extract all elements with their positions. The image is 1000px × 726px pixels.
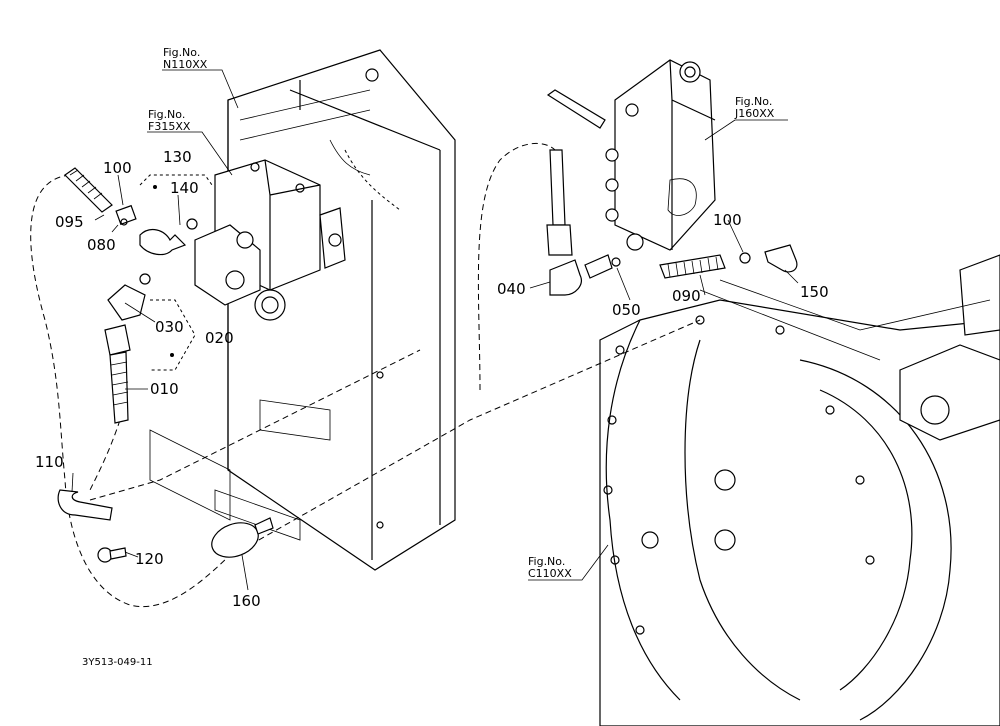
figure-ref-j160[interactable]: Fig.No. J160XX: [734, 95, 775, 120]
leader-lines: [71, 69, 799, 591]
oring-130: [186, 218, 198, 230]
part-label-020[interactable]: 020: [205, 329, 234, 347]
hose-nut-010: [104, 324, 131, 356]
figure-ref-f315[interactable]: Fig.No. F315XX: [148, 108, 191, 133]
group-bracket-130: [139, 174, 213, 186]
hose-lines: [30, 142, 701, 607]
part-label-010[interactable]: 010: [150, 380, 179, 398]
elbow-150: [764, 244, 798, 273]
part-callouts: 130 100 140 095 080 030 020 010 110 120 …: [35, 148, 829, 610]
part-label-080[interactable]: 080: [87, 236, 116, 254]
fig-ref-prefix: Fig.No.: [528, 555, 565, 568]
part-label-160[interactable]: 160: [232, 592, 261, 610]
fittings-right: [546, 149, 798, 296]
clamps: [57, 489, 274, 563]
fig-ref-code: F315XX: [148, 120, 191, 133]
part-label-130[interactable]: 130: [163, 148, 192, 166]
elbow-040: [549, 259, 582, 296]
spring-090: [659, 254, 726, 279]
right-valve: [546, 59, 716, 251]
part-label-050[interactable]: 050: [612, 301, 641, 319]
part-label-150[interactable]: 150: [800, 283, 829, 301]
part-label-100[interactable]: 100: [713, 211, 742, 229]
part-label-090[interactable]: 090: [672, 287, 701, 305]
group-dot: [153, 185, 157, 189]
fig-ref-prefix: Fig.No.: [163, 46, 200, 59]
figure-ref-n110[interactable]: Fig.No. N110XX: [163, 46, 208, 71]
figure-ref-c110[interactable]: Fig.No. C110XX: [528, 555, 572, 580]
left-housing: [149, 49, 456, 571]
fig-ref-code: N110XX: [163, 58, 208, 71]
fig-ref-code: J160XX: [734, 107, 775, 120]
hose-end-095: [64, 167, 113, 213]
drawing-code: 3Y513-049-11: [82, 657, 153, 668]
part-label-030[interactable]: 030: [155, 318, 184, 336]
washer-080: [120, 218, 128, 226]
part-label-110[interactable]: 110: [35, 453, 64, 471]
clamp-110: [57, 489, 113, 521]
valve-block: [194, 159, 346, 321]
hose-040: [549, 149, 566, 226]
elbow-030: [107, 284, 146, 321]
fittings-left: [64, 167, 198, 424]
part-label-120[interactable]: 120: [135, 550, 164, 568]
group-dot: [170, 353, 174, 357]
hose-010: [109, 351, 129, 424]
part-label-140[interactable]: 140: [170, 179, 199, 197]
fig-ref-prefix: Fig.No.: [148, 108, 185, 121]
part-label-100[interactable]: 100: [103, 159, 132, 177]
adapter-050: [584, 254, 613, 279]
elbow-140: [139, 228, 187, 256]
flange-bolts: [603, 315, 875, 635]
fig-ref-code: C110XX: [528, 567, 572, 580]
nut-100: [115, 204, 137, 226]
fig-ref-prefix: Fig.No.: [735, 95, 772, 108]
nut-100b: [739, 252, 751, 264]
part-label-095[interactable]: 095: [55, 213, 84, 231]
transmission-case: [599, 254, 1000, 726]
part-label-040[interactable]: 040: [497, 280, 526, 298]
